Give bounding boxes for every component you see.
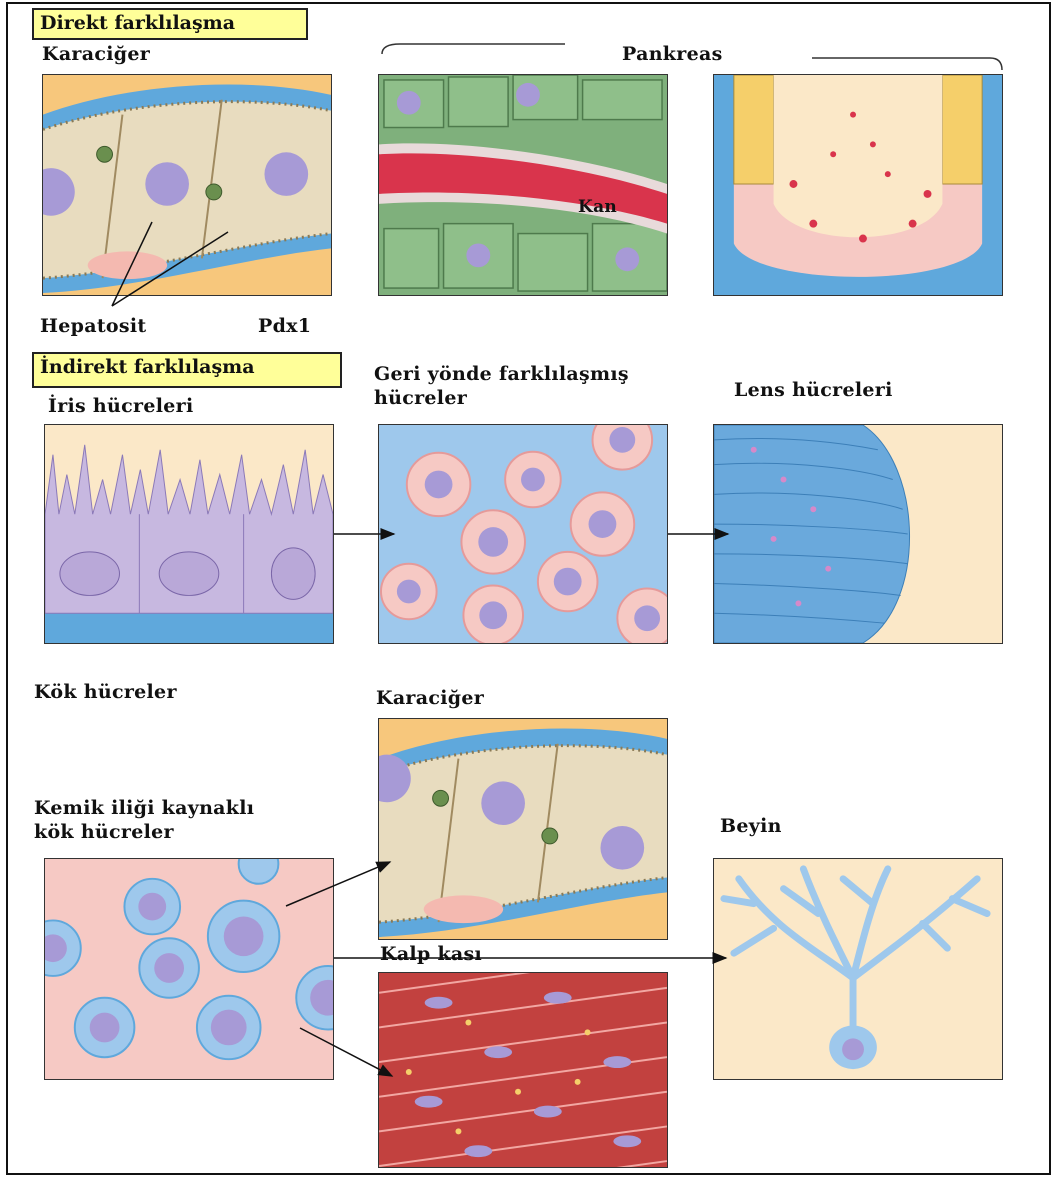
pancreas-duct-panel xyxy=(713,74,1003,296)
dedifferentiated-cells-panel xyxy=(378,424,668,644)
brain-panel xyxy=(713,858,1003,1080)
iris-cells-label: İris hücreleri xyxy=(48,396,193,418)
lens-cells-label: Lens hücreleri xyxy=(734,380,893,402)
bone-marrow-label-line2: kök hücreler xyxy=(34,822,174,844)
indirect-differentiation-heading: İndirekt farklılaşma xyxy=(32,352,342,388)
dedifferentiated-cells-label-line1: Geri yönde farklılaşmış xyxy=(374,364,629,386)
heart-muscle-panel xyxy=(378,972,668,1168)
lens-cells-panel xyxy=(713,424,1003,644)
liver-panel-top xyxy=(42,74,332,296)
iris-cells-panel xyxy=(44,424,334,644)
bone-marrow-panel xyxy=(44,858,334,1080)
liver-panel-bottom xyxy=(378,718,668,940)
blood-label: Kan xyxy=(578,198,617,218)
direct-differentiation-heading: Direkt farklılaşma xyxy=(32,8,308,40)
liver-label-top: Karaciğer xyxy=(42,44,150,66)
pancreas-label: Pankreas xyxy=(622,44,723,66)
pancreas-blood-panel xyxy=(378,74,668,296)
stem-cells-heading: Kök hücreler xyxy=(34,682,177,704)
liver-label-bottom: Karaciğer xyxy=(376,688,484,710)
heart-muscle-label: Kalp kası xyxy=(380,944,482,966)
brain-label: Beyin xyxy=(720,816,782,838)
bone-marrow-label-line1: Kemik iliği kaynaklı xyxy=(34,798,254,820)
dedifferentiated-cells-label-line2: hücreler xyxy=(374,388,467,410)
pdx1-label: Pdx1 xyxy=(258,316,311,338)
hepatocyte-label: Hepatosit xyxy=(40,316,146,338)
